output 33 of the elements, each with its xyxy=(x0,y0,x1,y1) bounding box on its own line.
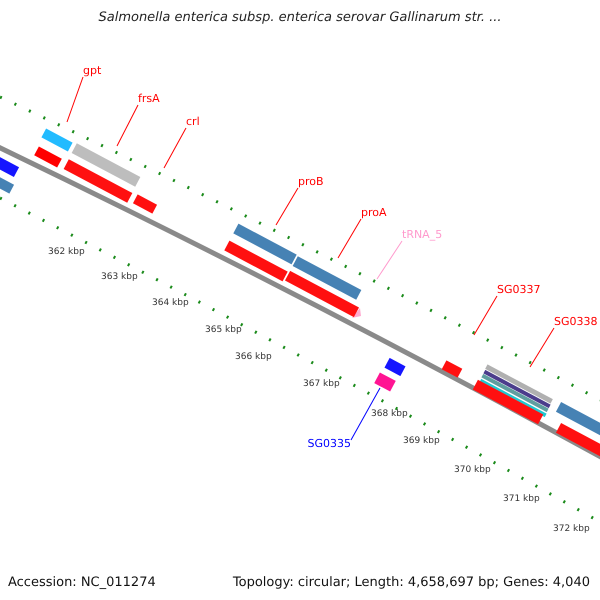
tick-label: 371 kbp xyxy=(503,493,540,505)
tick-label: 372 kbp xyxy=(553,523,590,535)
tick-label: 369 kbp xyxy=(403,435,440,447)
leader-line xyxy=(338,218,362,258)
leader-line xyxy=(66,76,84,122)
tick-label: 365 kbp xyxy=(205,324,242,336)
leader-line xyxy=(276,188,298,226)
tick-label: 367 kbp xyxy=(303,378,340,390)
title: Salmonella enterica subsp. enterica serovar Gallinarum str. ... xyxy=(98,9,502,27)
gene-label: SG0335 xyxy=(307,436,351,452)
gene-label: gpt xyxy=(83,63,102,79)
leader-line xyxy=(350,388,380,440)
genome-info-text: Topology: circular; Length: 4,658,697 bp; Genes: 4,040 xyxy=(232,574,590,592)
tick-label: 368 kbp xyxy=(371,408,408,420)
gene-label: frsA xyxy=(138,91,160,107)
tick-label: 362 kbp xyxy=(48,246,85,258)
gene-label: tRNA_5 xyxy=(402,227,442,243)
tick-label: 364 kbp xyxy=(152,297,189,309)
leader-line xyxy=(474,296,498,336)
leader-line xyxy=(376,240,402,280)
tick-label: 370 kbp xyxy=(454,464,491,476)
gene-label: SG0338 xyxy=(554,314,598,330)
tick-label: 363 kbp xyxy=(101,271,138,283)
gene-label: SG0337 xyxy=(497,282,541,298)
accession-text: Accession: NC_011274 xyxy=(8,574,156,592)
gene-feature xyxy=(374,372,396,392)
leader-line xyxy=(164,128,186,168)
leader-line xyxy=(530,328,554,368)
gene-label: crl xyxy=(186,114,200,130)
gene-label: proA xyxy=(361,205,387,221)
leader-line xyxy=(116,104,138,146)
tick-label: 366 kbp xyxy=(235,351,272,363)
gene-label: proB xyxy=(298,174,324,190)
